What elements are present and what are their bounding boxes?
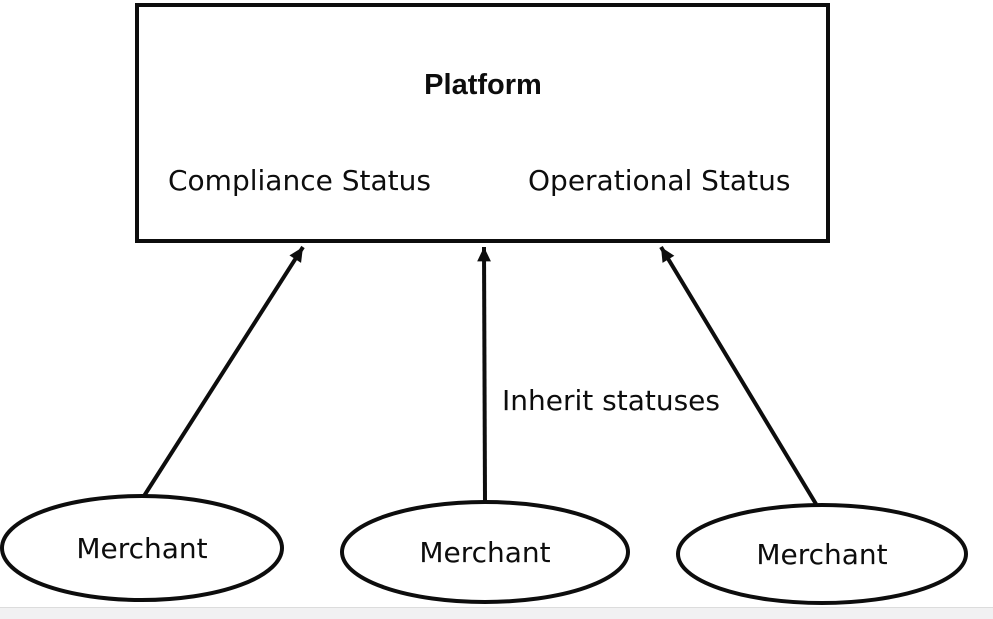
platform-box	[135, 3, 830, 243]
footer-bar	[0, 607, 993, 619]
arrow-merchant3-to-platform	[659, 245, 818, 506]
merchant-ellipse-2	[340, 500, 630, 604]
merchant-label-3: Merchant	[756, 538, 887, 571]
inherit-statuses-label: Inherit statuses	[502, 384, 720, 417]
merchant-ellipse-3	[676, 503, 968, 605]
compliance-status-label: Compliance Status	[168, 164, 431, 197]
arrow-merchant2-to-platform	[477, 246, 491, 504]
merchant-label-2: Merchant	[419, 536, 550, 569]
arrow-merchant1-to-platform	[142, 245, 305, 498]
merchant-ellipse-1	[0, 494, 284, 602]
operational-status-label: Operational Status	[528, 164, 790, 197]
merchant-label-1: Merchant	[76, 532, 207, 565]
platform-title: Platform	[424, 69, 542, 101]
